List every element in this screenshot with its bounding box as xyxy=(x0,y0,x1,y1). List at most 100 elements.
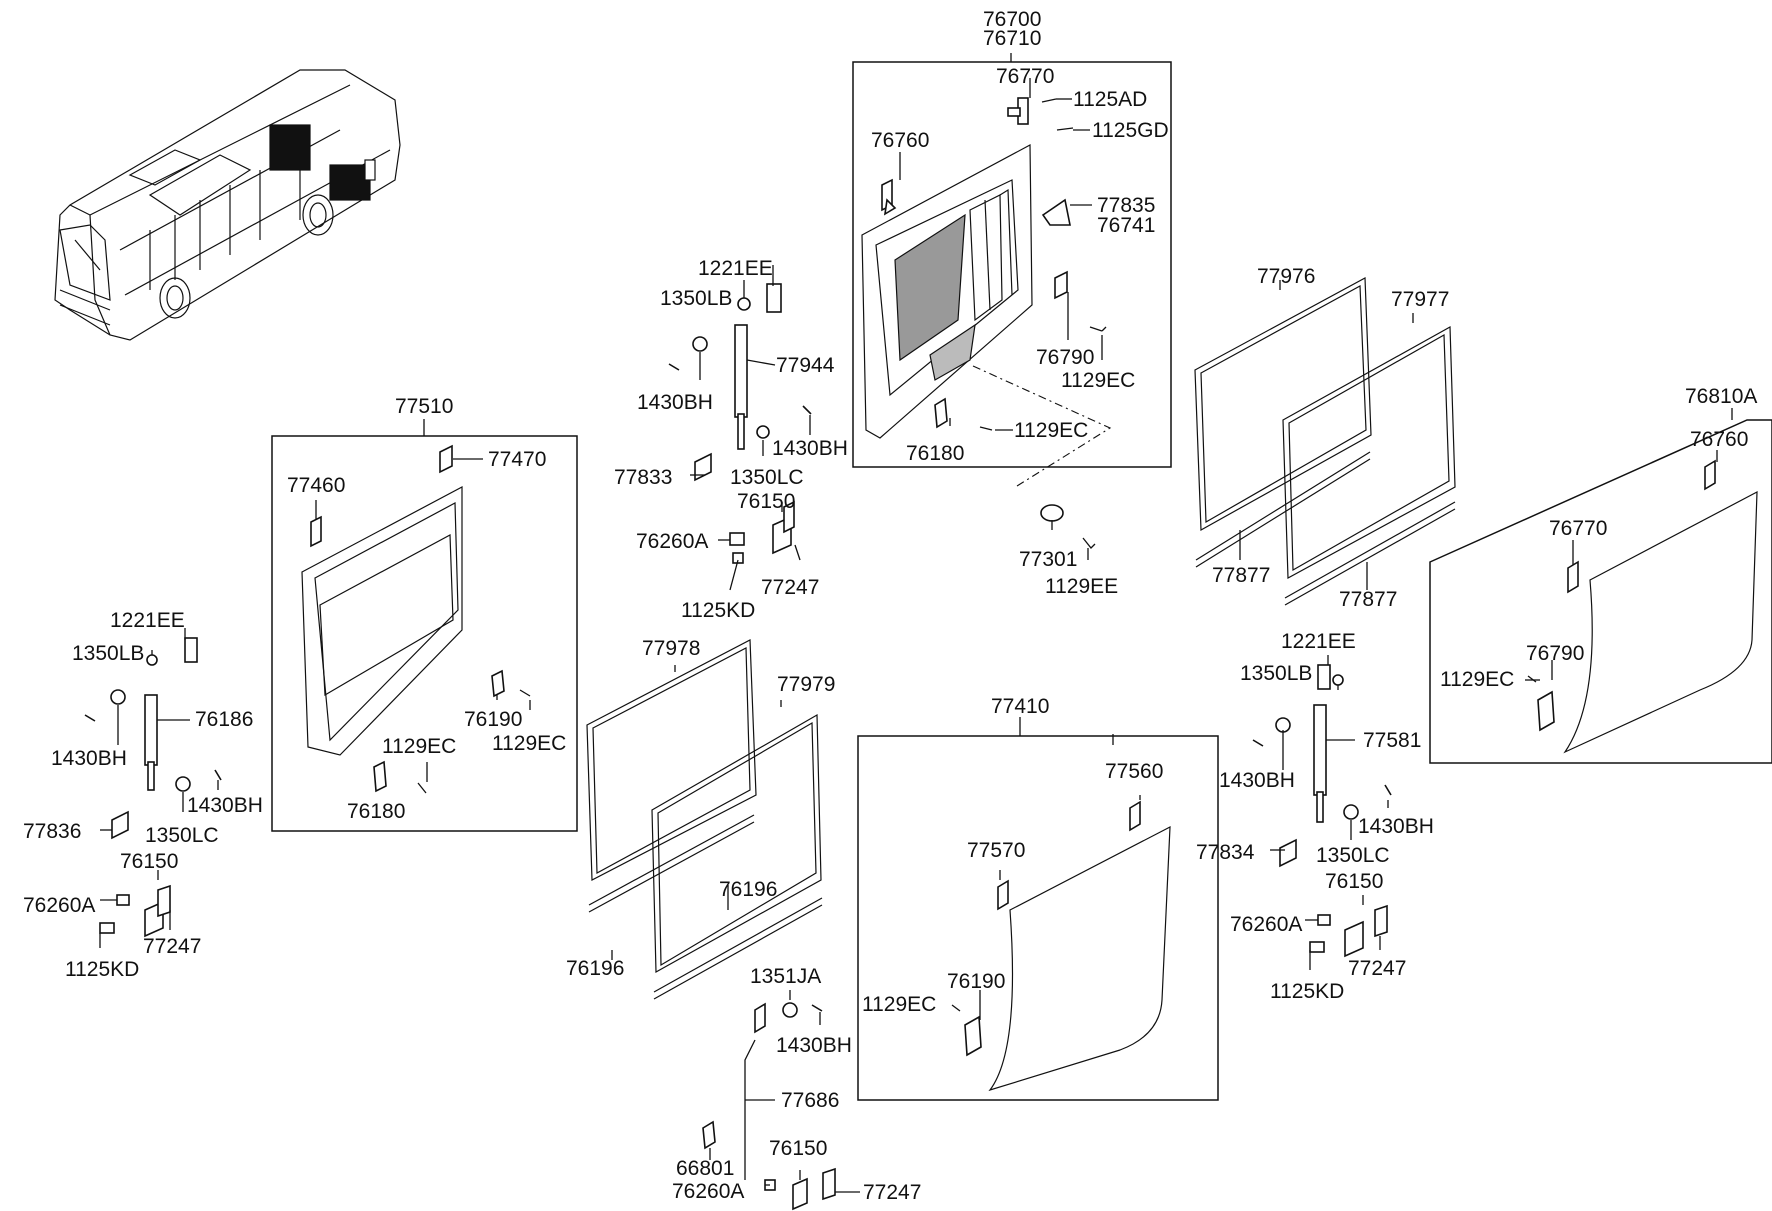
labels: 76700 76710 76770 1125AD 1125GD 76760 77… xyxy=(23,8,1757,1204)
label-77301: 77301 xyxy=(1019,548,1077,571)
label-1430BH: 1430BH xyxy=(776,1034,852,1057)
label-76260A: 76260A xyxy=(23,894,95,917)
hinge-77460 xyxy=(310,515,322,548)
label-77581: 77581 xyxy=(1363,729,1421,752)
block-77835 xyxy=(1041,198,1071,226)
leader-lines xyxy=(99,78,1718,1193)
label-77877: 77877 xyxy=(1339,588,1397,611)
label-1221EE: 1221EE xyxy=(698,257,773,280)
label-76150: 76150 xyxy=(120,850,178,873)
latch-76180-b xyxy=(373,760,387,793)
label-77510: 77510 xyxy=(395,395,453,418)
label-76190: 76190 xyxy=(947,970,1005,993)
label-1430BH: 1430BH xyxy=(772,437,848,460)
label-76150: 76150 xyxy=(1325,870,1383,893)
label-77834: 77834 xyxy=(1196,841,1255,864)
label-76186: 76186 xyxy=(195,708,253,731)
latch-76190-a xyxy=(491,669,505,698)
hinge-76770-b xyxy=(1567,560,1579,594)
bracket-76150-b xyxy=(99,884,171,938)
label-1350LC: 1350LC xyxy=(145,824,219,847)
label-1125KD: 1125KD xyxy=(65,958,139,981)
label-77686: 77686 xyxy=(781,1089,839,1112)
label-76260A: 76260A xyxy=(672,1180,744,1203)
label-76770: 76770 xyxy=(996,65,1054,88)
label-76196: 76196 xyxy=(566,957,624,980)
hinge-76770 xyxy=(1007,97,1029,125)
label-76770: 76770 xyxy=(1549,517,1607,540)
label-76180: 76180 xyxy=(906,442,964,465)
label-76150: 76150 xyxy=(737,490,795,513)
label-76180: 76180 xyxy=(347,800,405,823)
label-1430BH: 1430BH xyxy=(1358,815,1434,838)
hinge-76760-b xyxy=(1704,459,1716,491)
screw-1129EC-b xyxy=(979,426,993,431)
label-76790: 76790 xyxy=(1036,346,1094,369)
door-panel-76810A xyxy=(1563,490,1758,754)
label-1129EC: 1129EC xyxy=(1014,419,1088,442)
label-77877: 77877 xyxy=(1212,564,1270,587)
label-1350LB: 1350LB xyxy=(72,642,144,665)
rod-77686 xyxy=(702,1002,836,1211)
label-76790: 76790 xyxy=(1526,642,1584,665)
label-1350LC: 1350LC xyxy=(730,466,804,489)
label-77247: 77247 xyxy=(761,576,819,599)
label-1430BH: 1430BH xyxy=(637,391,713,414)
label-1129EC: 1129EC xyxy=(1061,369,1135,392)
label-76190: 76190 xyxy=(464,708,522,731)
label-76710: 76710 xyxy=(983,27,1041,50)
label-1350LB: 1350LB xyxy=(660,287,732,310)
strut-77944 xyxy=(668,283,812,482)
bracket-76760 xyxy=(881,178,897,216)
label-66801: 66801 xyxy=(676,1157,734,1180)
callout-box-77410 xyxy=(857,735,1219,1101)
label-1430BH: 1430BH xyxy=(187,794,263,817)
label-76760: 76760 xyxy=(1690,428,1748,451)
hinge-77560 xyxy=(1129,800,1141,832)
label-77247: 77247 xyxy=(1348,957,1406,980)
label-1125KD: 1125KD xyxy=(1270,980,1344,1003)
seal-77978 xyxy=(586,639,757,913)
label-77470: 77470 xyxy=(488,448,546,471)
label-77460: 77460 xyxy=(287,474,345,497)
screw-1129EC-f xyxy=(1527,675,1537,683)
bolt-1125 xyxy=(1041,98,1074,131)
label-77976: 77976 xyxy=(1257,265,1315,288)
label-77247: 77247 xyxy=(143,935,201,958)
label-1125KD: 1125KD xyxy=(681,599,755,622)
label-1129EE: 1129EE xyxy=(1045,575,1118,598)
label-76760: 76760 xyxy=(871,129,929,152)
label-1350LC: 1350LC xyxy=(1316,844,1390,867)
label-77835: 77835 xyxy=(1097,194,1155,217)
label-76810A: 76810A xyxy=(1685,385,1757,408)
label-77570: 77570 xyxy=(967,839,1025,862)
label-77560: 77560 xyxy=(1105,760,1163,783)
label-76150: 76150 xyxy=(769,1137,827,1160)
latch-76790 xyxy=(1054,270,1068,300)
grommet-77301 xyxy=(1040,504,1064,522)
latch-76190-b xyxy=(964,1015,982,1057)
latch-76790-b xyxy=(1537,690,1555,732)
screw-1129EC-c xyxy=(519,689,531,697)
seal-77977 xyxy=(1282,325,1456,606)
label-77944: 77944 xyxy=(776,354,835,377)
label-1125GD: 1125GD xyxy=(1092,119,1169,142)
latch-76180-a xyxy=(934,397,948,429)
label-76260A: 76260A xyxy=(1230,913,1302,936)
screw-1129EE xyxy=(1082,537,1096,549)
rear-door-panel-76700 xyxy=(861,144,1033,439)
label-76741: 76741 xyxy=(1097,214,1155,237)
strut-77581 xyxy=(1252,664,1392,868)
bracket-76150-a xyxy=(729,500,795,564)
label-1430BH: 1430BH xyxy=(1219,769,1295,792)
label-77247: 77247 xyxy=(863,1181,921,1204)
label-1125AD: 1125AD xyxy=(1073,88,1147,111)
label-76260A: 76260A xyxy=(636,530,708,553)
label-1129EC: 1129EC xyxy=(382,735,456,758)
screw-1129EC-e xyxy=(951,1004,961,1012)
label-1129EC: 1129EC xyxy=(862,993,936,1016)
label-1221EE: 1221EE xyxy=(1281,630,1356,653)
label-77978: 77978 xyxy=(642,637,700,660)
